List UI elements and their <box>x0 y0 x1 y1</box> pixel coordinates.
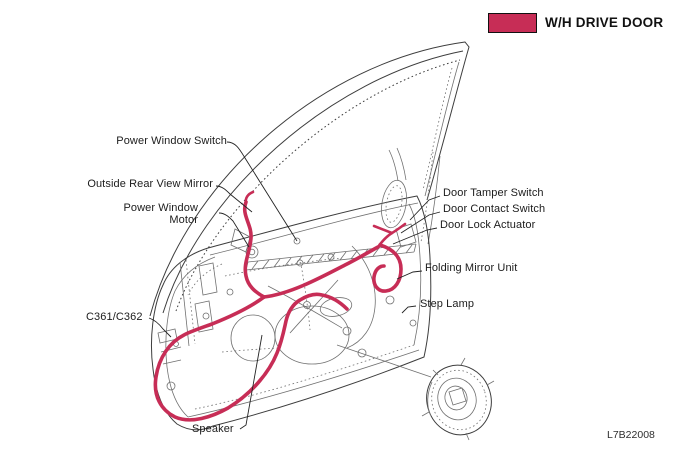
label-speaker: Speaker <box>192 423 234 435</box>
leader-lines <box>148 141 441 430</box>
legend-label: W/H DRIVE DOOR <box>545 15 664 30</box>
label-door-lock-actuator: Door Lock Actuator <box>440 219 536 231</box>
door-panel-drawing <box>151 195 432 431</box>
harness-color-swatch <box>488 13 537 33</box>
label-step-lamp: Step Lamp <box>420 298 475 310</box>
drive-door-harness <box>153 190 407 422</box>
label-power-window-motor: Power Window Motor <box>123 202 198 226</box>
speaker-drawing <box>336 344 495 441</box>
document-number: L7B22008 <box>607 429 655 441</box>
label-power-window-motor-line1: Power Window <box>123 202 198 214</box>
label-outside-rear-view-mirror: Outside Rear View Mirror <box>87 178 213 190</box>
label-power-window-motor-line2: Motor <box>169 214 198 226</box>
label-power-window-switch: Power Window Switch <box>116 135 227 147</box>
window-regulator-drawing <box>267 257 343 334</box>
label-door-tamper-switch: Door Tamper Switch <box>443 187 544 199</box>
label-door-contact-switch: Door Contact Switch <box>443 203 546 215</box>
label-connector-c361-c362: C361/C362 <box>86 311 143 323</box>
label-folding-mirror-unit: Folding Mirror Unit <box>425 262 518 274</box>
window-frame-drawing <box>149 41 470 317</box>
